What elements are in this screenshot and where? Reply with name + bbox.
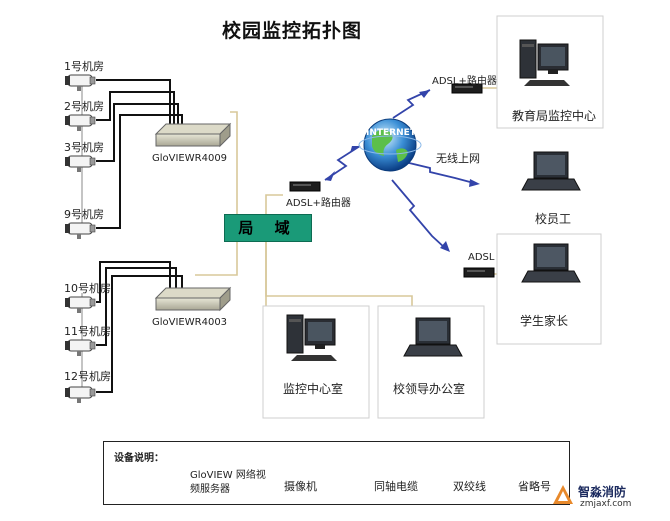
camera-icon-11 xyxy=(64,339,96,357)
wan-link-edu-center xyxy=(392,89,431,119)
parents-label: 学生家长 xyxy=(520,314,569,328)
link-lan-to-leader-office xyxy=(265,240,413,315)
room-label-11: 11号机房 xyxy=(64,325,111,338)
camera-icon-3 xyxy=(64,155,96,173)
laptop-icon-staff xyxy=(521,151,581,191)
wan-link-wireless xyxy=(404,161,471,183)
adsl-label: ADSL xyxy=(468,252,495,263)
internet-globe-icon xyxy=(358,118,422,172)
server-label-bottom: GloVIEWR4003 xyxy=(152,317,228,328)
legend-box: 设备说明： GloVIEW 网络视 频服务器 摄像机 同轴电缆 双绞线 省略号 xyxy=(103,441,570,505)
watermark-brand: 智淼消防 xyxy=(578,485,627,499)
room-label-9: 9号机房 xyxy=(64,208,104,221)
adsl-modem-icon xyxy=(463,267,495,278)
leader-office-label: 校领导办公室 xyxy=(393,382,466,396)
internet-label: INTERNET xyxy=(366,128,416,138)
camera-icon-12 xyxy=(64,386,96,404)
adsl-router-label-left: ADSL+路由器 xyxy=(286,198,351,209)
wan-link-adsl xyxy=(391,179,446,249)
video-server-icon-bottom xyxy=(155,287,231,311)
camera-icons xyxy=(64,74,96,404)
camera-icon-2 xyxy=(64,114,96,132)
staff-label: 校员工 xyxy=(535,212,572,226)
camera-icon-10 xyxy=(64,296,96,314)
legend-camera-desc: 摄像机 xyxy=(284,480,317,493)
room-label-3: 3号机房 xyxy=(64,141,104,154)
link-router-to-lan xyxy=(265,194,283,214)
room-label-1: 1号机房 xyxy=(64,60,104,73)
link-server-bottom-to-lan xyxy=(195,240,238,276)
legend-server-desc-2: 频服务器 xyxy=(190,484,230,495)
room-label-12: 12号机房 xyxy=(64,370,111,383)
watermark-url: zmjaxf.com xyxy=(580,499,632,509)
watermark-logo-icon xyxy=(553,485,573,504)
room-label-2: 2号机房 xyxy=(64,100,104,113)
monitor-center-label: 监控中心室 xyxy=(283,382,344,396)
room-label-10: 10号机房 xyxy=(64,282,111,295)
lan-box: 局 域 xyxy=(224,214,312,242)
camera-icon-9 xyxy=(64,222,96,240)
edu-center-label: 教育局监控中心 xyxy=(512,109,597,123)
camera-icon-1 xyxy=(64,74,96,92)
twisted-pair-links xyxy=(195,70,516,346)
adsl-router-label-top: ADSL+路由器 xyxy=(432,76,497,87)
legend-coax-desc: 同轴电缆 xyxy=(374,480,418,493)
video-server-icon-top xyxy=(155,123,231,147)
router-icon-left xyxy=(289,181,321,192)
legend-title: 设备说明： xyxy=(114,453,164,464)
legend-twisted-desc: 双绞线 xyxy=(453,480,486,493)
server-label-top: GloVIEWR4009 xyxy=(152,153,228,164)
wireless-label: 无线上网 xyxy=(436,152,480,165)
wan-links xyxy=(324,89,471,249)
wan-link-router xyxy=(324,145,361,181)
link-server-top-to-lan xyxy=(230,111,238,214)
legend-server-desc-1: GloVIEW 网络视 xyxy=(190,470,266,481)
legend-omit-desc: 省略号 xyxy=(518,480,551,493)
coax-cables xyxy=(96,79,183,393)
wan-arrowheads xyxy=(325,90,480,252)
diagram-title: 校园监控拓扑图 xyxy=(222,20,363,42)
